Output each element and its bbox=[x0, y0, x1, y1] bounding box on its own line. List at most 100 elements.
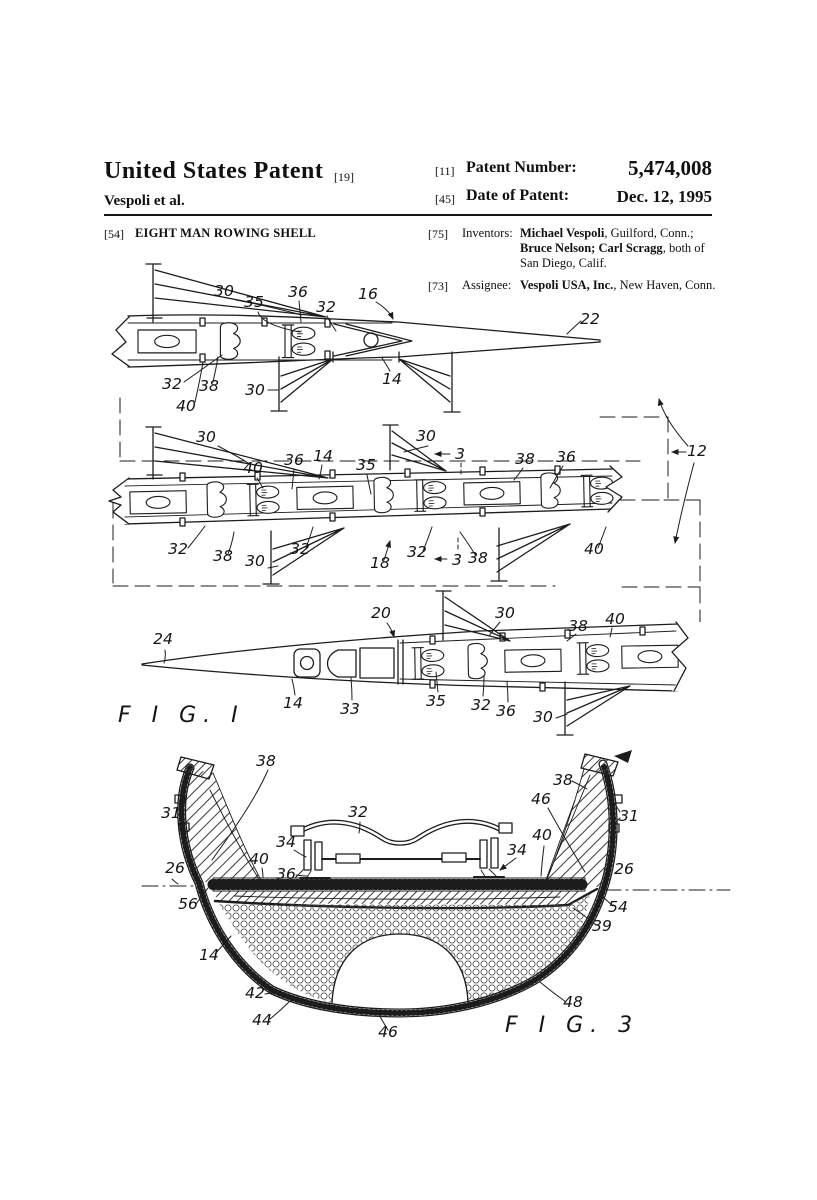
mid-right-break-zigzag bbox=[605, 465, 623, 513]
rigger-bottom-right bbox=[398, 351, 461, 413]
arrow-16 bbox=[375, 301, 394, 320]
ref-label-31R: 31 bbox=[619, 807, 639, 825]
arrow-12-up bbox=[657, 398, 689, 447]
mid-left-break-mask bbox=[105, 478, 129, 524]
bow-ref-labels: 30 35 36 32 16 22 14 32 38 40 30 bbox=[162, 282, 600, 415]
arrow-20 bbox=[386, 622, 396, 638]
date-label: Date of Patent: bbox=[466, 187, 570, 204]
mid-right-break-mask bbox=[606, 466, 655, 514]
assignee-bracket: [73] bbox=[428, 279, 448, 293]
fig3-ref-labels: 38 31 32 34 40 26 36 56 14 42 44 46 38 4… bbox=[161, 752, 639, 1041]
bow-break-zigzag bbox=[111, 315, 131, 368]
ref-label-32b: 32 bbox=[162, 375, 182, 393]
rigger-bottom-left bbox=[262, 527, 345, 585]
arrow-18 bbox=[383, 540, 392, 561]
ref-label-38: 38 bbox=[515, 450, 535, 468]
ref-label-40: 40 bbox=[605, 610, 625, 628]
honeycomb-core bbox=[219, 893, 590, 1003]
section-line-ticks bbox=[457, 462, 462, 553]
fig3-cross-section: 38 31 32 34 40 26 36 56 14 42 44 46 38 4… bbox=[141, 750, 731, 1041]
left-wall-hatch bbox=[184, 769, 262, 882]
match-line-dashes bbox=[119, 397, 669, 501]
seat-end-cap bbox=[290, 825, 305, 837]
ref-label-30b: 30 bbox=[416, 427, 436, 445]
rail-feet bbox=[294, 868, 498, 880]
ref-label-14: 14 bbox=[199, 946, 219, 964]
rim-bolt bbox=[178, 822, 190, 832]
rigger-top-left bbox=[145, 426, 329, 480]
right-gunwale-cap bbox=[580, 753, 619, 777]
assignee-label: Assignee: bbox=[462, 278, 512, 292]
ref-label-32: 32 bbox=[168, 540, 188, 558]
cox-backrest bbox=[326, 649, 357, 678]
ref-label-32b: 32 bbox=[290, 540, 310, 558]
header-rule bbox=[104, 214, 712, 216]
rigger-bottom-right bbox=[490, 523, 571, 582]
ref-label-44: 44 bbox=[252, 1011, 272, 1029]
ref-label-38: 38 bbox=[199, 377, 219, 395]
ref-label-12: 12 bbox=[687, 442, 707, 460]
inventors-line2: Bruce Nelson; Carl Scragg, both of bbox=[520, 241, 705, 255]
assignee-value: Vespoli USA, Inc., New Haven, Conn. bbox=[520, 278, 716, 292]
ref-label-26L: 26 bbox=[165, 859, 185, 877]
right-wall-hatch bbox=[545, 765, 611, 887]
ref-label-32: 32 bbox=[471, 696, 491, 714]
ref-label-54: 54 bbox=[608, 898, 628, 916]
patent-title: United States Patent bbox=[104, 158, 324, 184]
ref-label-40L: 40 bbox=[249, 850, 269, 868]
axle-fitting bbox=[441, 852, 467, 863]
ref-label-34L: 34 bbox=[276, 833, 296, 851]
cox-seat-frame bbox=[293, 648, 321, 678]
waterline bbox=[141, 885, 731, 891]
fig3-caption: F I G. 3 bbox=[505, 1013, 639, 1038]
match-line-dashes bbox=[112, 499, 701, 656]
ref-label-14: 14 bbox=[313, 447, 333, 465]
deck-tabs bbox=[199, 317, 331, 363]
ref-label-36: 36 bbox=[288, 283, 308, 301]
ref-label-18: 18 bbox=[370, 554, 390, 572]
rigger-bottom bbox=[556, 681, 631, 736]
bow-stations bbox=[137, 322, 316, 360]
stern-bulkhead bbox=[397, 639, 404, 685]
kind-code-bracket: [19] bbox=[334, 170, 354, 184]
rigger-top bbox=[435, 590, 511, 642]
ref-label-3bot: 3 bbox=[452, 551, 462, 569]
stern-gunwale-lines bbox=[399, 630, 677, 686]
stern-break-zigzag bbox=[671, 621, 689, 692]
ref-label-16: 16 bbox=[358, 285, 378, 303]
patent-number-label: Patent Number: bbox=[466, 159, 577, 176]
ref-label-56: 56 bbox=[178, 895, 198, 913]
rigger-top-right bbox=[382, 424, 447, 472]
ref-label-31L: 31 bbox=[161, 804, 181, 822]
inventors-line3: San Diego, Calif. bbox=[520, 256, 607, 270]
fig1-stern-view: 24 20 30 38 40 14 33 35 32 36 30 F I G. … bbox=[118, 590, 715, 736]
seat-top bbox=[294, 818, 506, 846]
ref-label-38c: 38 bbox=[468, 549, 488, 567]
ref-label-38L: 38 bbox=[256, 752, 276, 770]
bow-vent-port bbox=[363, 332, 379, 348]
mid-ref-labels: 30 40 36 14 35 30 3 38 36 12 32 38 30 32… bbox=[168, 427, 707, 572]
wall-laminate-lines bbox=[209, 774, 591, 885]
subdeck-laminate bbox=[234, 895, 561, 900]
ref-label-38: 38 bbox=[568, 617, 588, 635]
inventors-bracket: [75] bbox=[428, 227, 448, 241]
bow-hull-outline bbox=[127, 314, 601, 368]
cox-port bbox=[299, 655, 315, 671]
deck-tabs bbox=[179, 465, 561, 527]
stern-hull-outline bbox=[141, 623, 679, 692]
ref-label-39: 39 bbox=[592, 917, 612, 935]
seat-post bbox=[303, 839, 312, 871]
ref-label-33: 33 bbox=[340, 700, 360, 718]
patent-number-value: 5,474,008 bbox=[628, 156, 712, 180]
date-bracket: [45] bbox=[435, 192, 455, 206]
rim-bolt bbox=[174, 794, 186, 804]
seat-post bbox=[490, 837, 499, 869]
stern-leader-lines bbox=[163, 621, 613, 719]
ref-label-46B: 46 bbox=[378, 1023, 398, 1041]
ref-label-38R: 38 bbox=[553, 771, 573, 789]
ref-label-38b: 38 bbox=[213, 547, 233, 565]
seat-post bbox=[479, 839, 488, 869]
mid-leader-lines bbox=[187, 445, 607, 569]
